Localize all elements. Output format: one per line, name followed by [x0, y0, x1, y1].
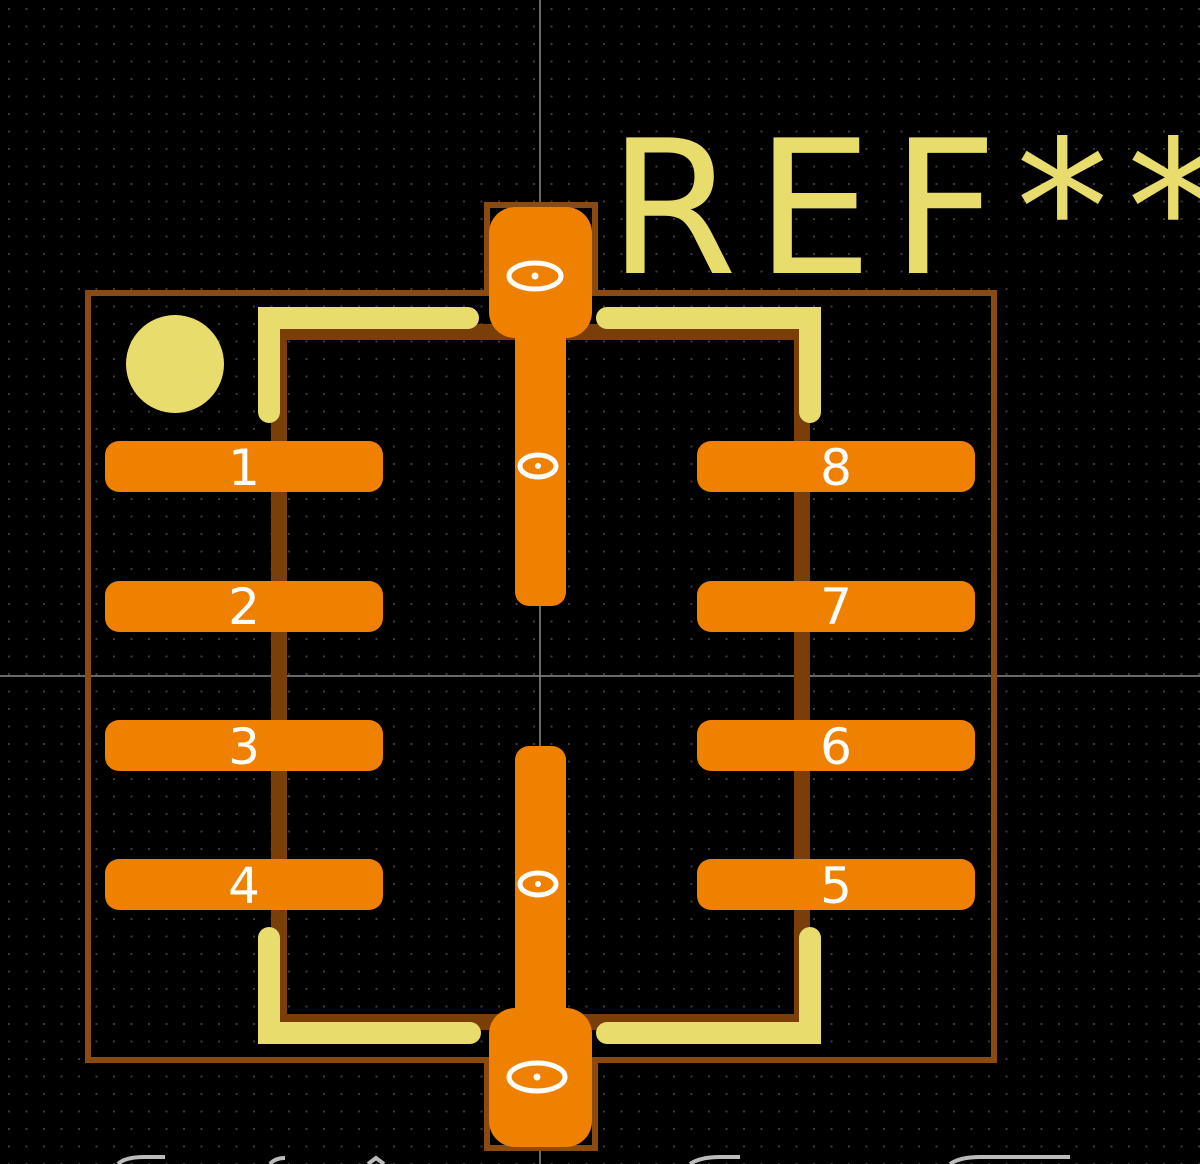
pad-7-number: 7: [820, 578, 852, 636]
pad-2[interactable]: [105, 581, 383, 632]
exposed-pad-upper[interactable]: [515, 318, 566, 606]
pin1-marker-dot: [126, 315, 224, 413]
pad-4[interactable]: [105, 859, 383, 910]
pad-8[interactable]: [697, 441, 975, 492]
pad-6[interactable]: [697, 720, 975, 771]
lower-strip-label: [517, 870, 559, 898]
silkscreen-outline: [258, 307, 821, 1044]
pad-6-number: 6: [820, 718, 852, 776]
pad-1[interactable]: [105, 441, 383, 492]
pad-1-number: 1: [228, 439, 260, 497]
reference-designator[interactable]: REF**: [608, 100, 1200, 317]
pad-7[interactable]: [697, 581, 975, 632]
pad-2-number: 2: [228, 578, 260, 636]
top-lug-label: [506, 260, 564, 292]
pad-3-number: 3: [228, 718, 260, 776]
pad-8-number: 8: [820, 439, 852, 497]
pad-5[interactable]: [697, 859, 975, 910]
upper-strip-label: [517, 452, 559, 480]
exposed-pad-labels: [506, 260, 568, 1094]
pad-4-number: 4: [228, 857, 260, 915]
bottom-lug-pad[interactable]: [489, 1008, 592, 1147]
pad-5-number: 5: [820, 857, 852, 915]
bottom-lug-label: [506, 1060, 568, 1094]
top-lug-pad[interactable]: [489, 207, 592, 338]
pad-3[interactable]: [105, 720, 383, 771]
offscreen-shapes-bottom: [116, 1155, 1070, 1164]
